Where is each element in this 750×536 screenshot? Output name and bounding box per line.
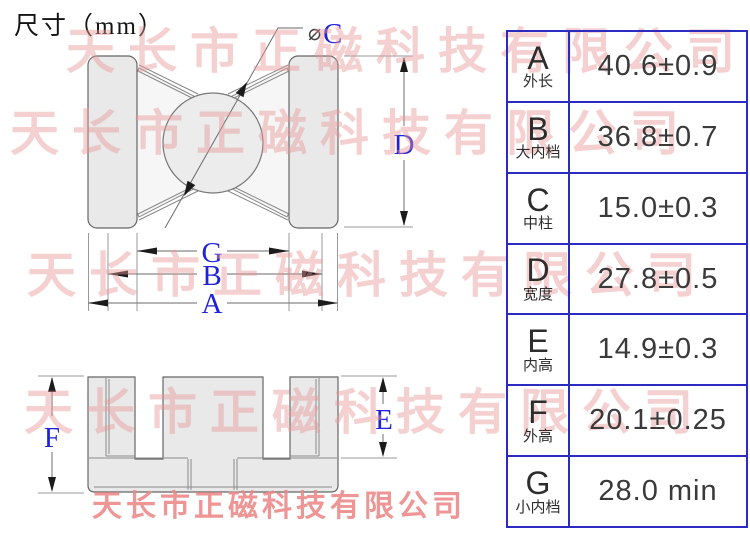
dim-f-label: F — [44, 422, 60, 454]
row-a-name: 外长 — [522, 73, 553, 91]
dim-gba: G B A — [88, 233, 338, 320]
row-b-name: 大内档 — [515, 144, 561, 162]
dim-c-label: C — [323, 18, 342, 50]
table-row-g: G 小内档 28.0 min — [508, 455, 746, 527]
table-row-d: D 宽度 27.8±0.5 — [508, 242, 746, 314]
row-d-label-cell: D 宽度 — [508, 244, 570, 314]
row-d-value: 27.8±0.5 — [597, 262, 719, 295]
row-a-letter: A — [527, 39, 549, 76]
row-d-letter: D — [526, 252, 550, 289]
dimension-table: A 外长 40.6±0.9 B 大内档 36.8±0.7 C 中柱 15.0±0… — [506, 30, 748, 528]
dim-b-label: B — [202, 260, 221, 292]
dim-g-label: G — [202, 237, 223, 269]
dim-e-label: E — [375, 404, 393, 436]
row-c-value: 15.0±0.3 — [597, 191, 719, 224]
top-view-core — [87, 55, 339, 229]
row-b-value: 36.8±0.7 — [597, 120, 719, 153]
row-c-label-cell: C 中柱 — [508, 173, 570, 243]
row-a-label-cell: A 外长 — [508, 32, 570, 101]
row-f-label-cell: F 外高 — [508, 386, 570, 456]
dim-d-label: D — [394, 129, 415, 161]
page-title: 尺寸（mm） — [14, 13, 165, 40]
table-row-f: F 外高 20.1±0.25 — [508, 384, 746, 456]
row-g-label-cell: G 小内档 — [508, 457, 570, 527]
table-row-b: B 大内档 36.8±0.7 — [508, 100, 746, 172]
dim-f: F — [38, 375, 84, 494]
section-outline — [87, 376, 339, 493]
dim-c-arrow-upper — [235, 82, 247, 98]
extension-lines — [88, 233, 338, 311]
row-g-value: 28.0 min — [598, 475, 718, 508]
table-row-e: E 内高 14.9±0.3 — [508, 313, 746, 385]
core-wing-edges — [137, 64, 290, 221]
row-e-label-cell: E 内高 — [508, 315, 570, 385]
dim-c: ⌀ C — [164, 18, 342, 229]
row-e-name: 内高 — [522, 356, 553, 374]
row-e-letter: E — [527, 323, 549, 360]
dim-c-diameter-symbol: ⌀ — [308, 20, 321, 45]
dim-a-label: A — [202, 288, 223, 320]
table-row-c: C 中柱 15.0±0.3 — [508, 171, 746, 243]
core-left-leg — [87, 55, 138, 229]
dim-c-arrow-lower — [184, 180, 196, 196]
row-e-value: 14.9±0.3 — [597, 333, 719, 366]
row-g-letter: G — [525, 465, 551, 502]
row-d-name: 宽度 — [522, 286, 553, 304]
row-f-value: 20.1±0.25 — [589, 404, 727, 437]
row-b-letter: B — [527, 110, 549, 147]
row-a-value: 40.6±0.9 — [597, 49, 719, 82]
core-drawing-canvas: ⌀ C D — [38, 18, 415, 494]
section-inner-edges — [89, 378, 337, 490]
dim-d: D — [344, 55, 415, 228]
row-g-name: 小内档 — [515, 498, 561, 516]
section-view-core — [87, 376, 339, 493]
core-right-leg — [288, 55, 339, 229]
row-f-letter: F — [528, 394, 548, 431]
row-f-name: 外高 — [522, 427, 553, 445]
row-c-name: 中柱 — [522, 215, 553, 233]
row-b-label-cell: B 大内档 — [508, 102, 570, 172]
table-row-a: A 外长 40.6±0.9 — [508, 32, 746, 101]
row-c-letter: C — [526, 181, 550, 218]
dim-e: E — [341, 375, 397, 459]
